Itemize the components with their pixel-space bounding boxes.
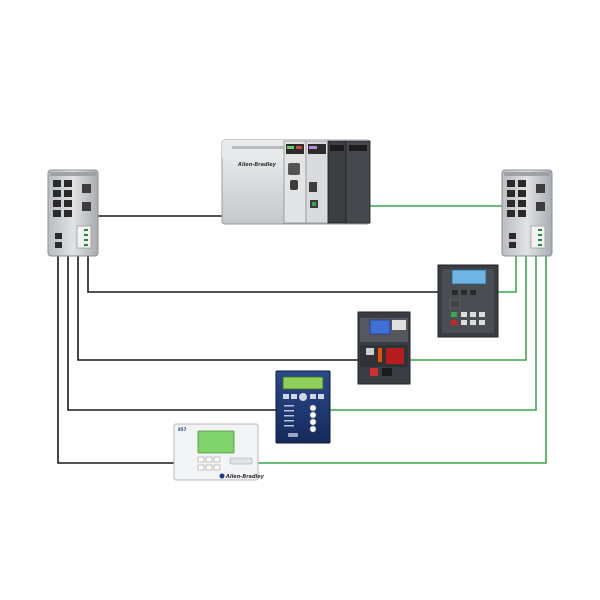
hmi-model-label: 857 [178,427,187,432]
ethernet-switch-right [501,169,553,257]
relay-lcd-display [282,376,324,390]
cable-switch-left-to-hmi [57,256,174,464]
plc-controller: Allen-Bradley [221,139,371,225]
hmi-panel: 857 Allen-Bradley [173,423,265,481]
cable-switch-left-to-breaker [77,256,358,361]
cable-switch-right-to-blue-relay [330,256,537,411]
circuit-breaker-trip-unit [357,311,411,385]
cable-switch-left-to-motor-relay [87,256,438,293]
brand-logo-icon [219,473,225,479]
motor-protection-relay [437,264,499,338]
cable-switch-right-to-breaker [410,256,527,361]
plc-brand-label: Allen-Bradley [237,162,277,168]
cable-switch-right-to-hmi [258,256,547,464]
cable-switch-left-to-blue-relay [67,256,276,411]
relay-display-screen [451,269,487,285]
plc-io-module [327,140,347,224]
switch-ports [507,180,526,248]
cable-switch-right-to-motor-relay [498,256,517,293]
breaker-display-screen [369,319,391,335]
switch-ports [53,180,72,248]
terminal-block [76,225,92,249]
hmi-brand-label: Allen-Bradley [225,474,265,480]
plc-io-module [345,140,371,224]
hmi-display [197,430,235,454]
protection-relay-blue [275,370,331,444]
terminal-block [530,225,546,249]
ethernet-switch-left [47,169,99,257]
